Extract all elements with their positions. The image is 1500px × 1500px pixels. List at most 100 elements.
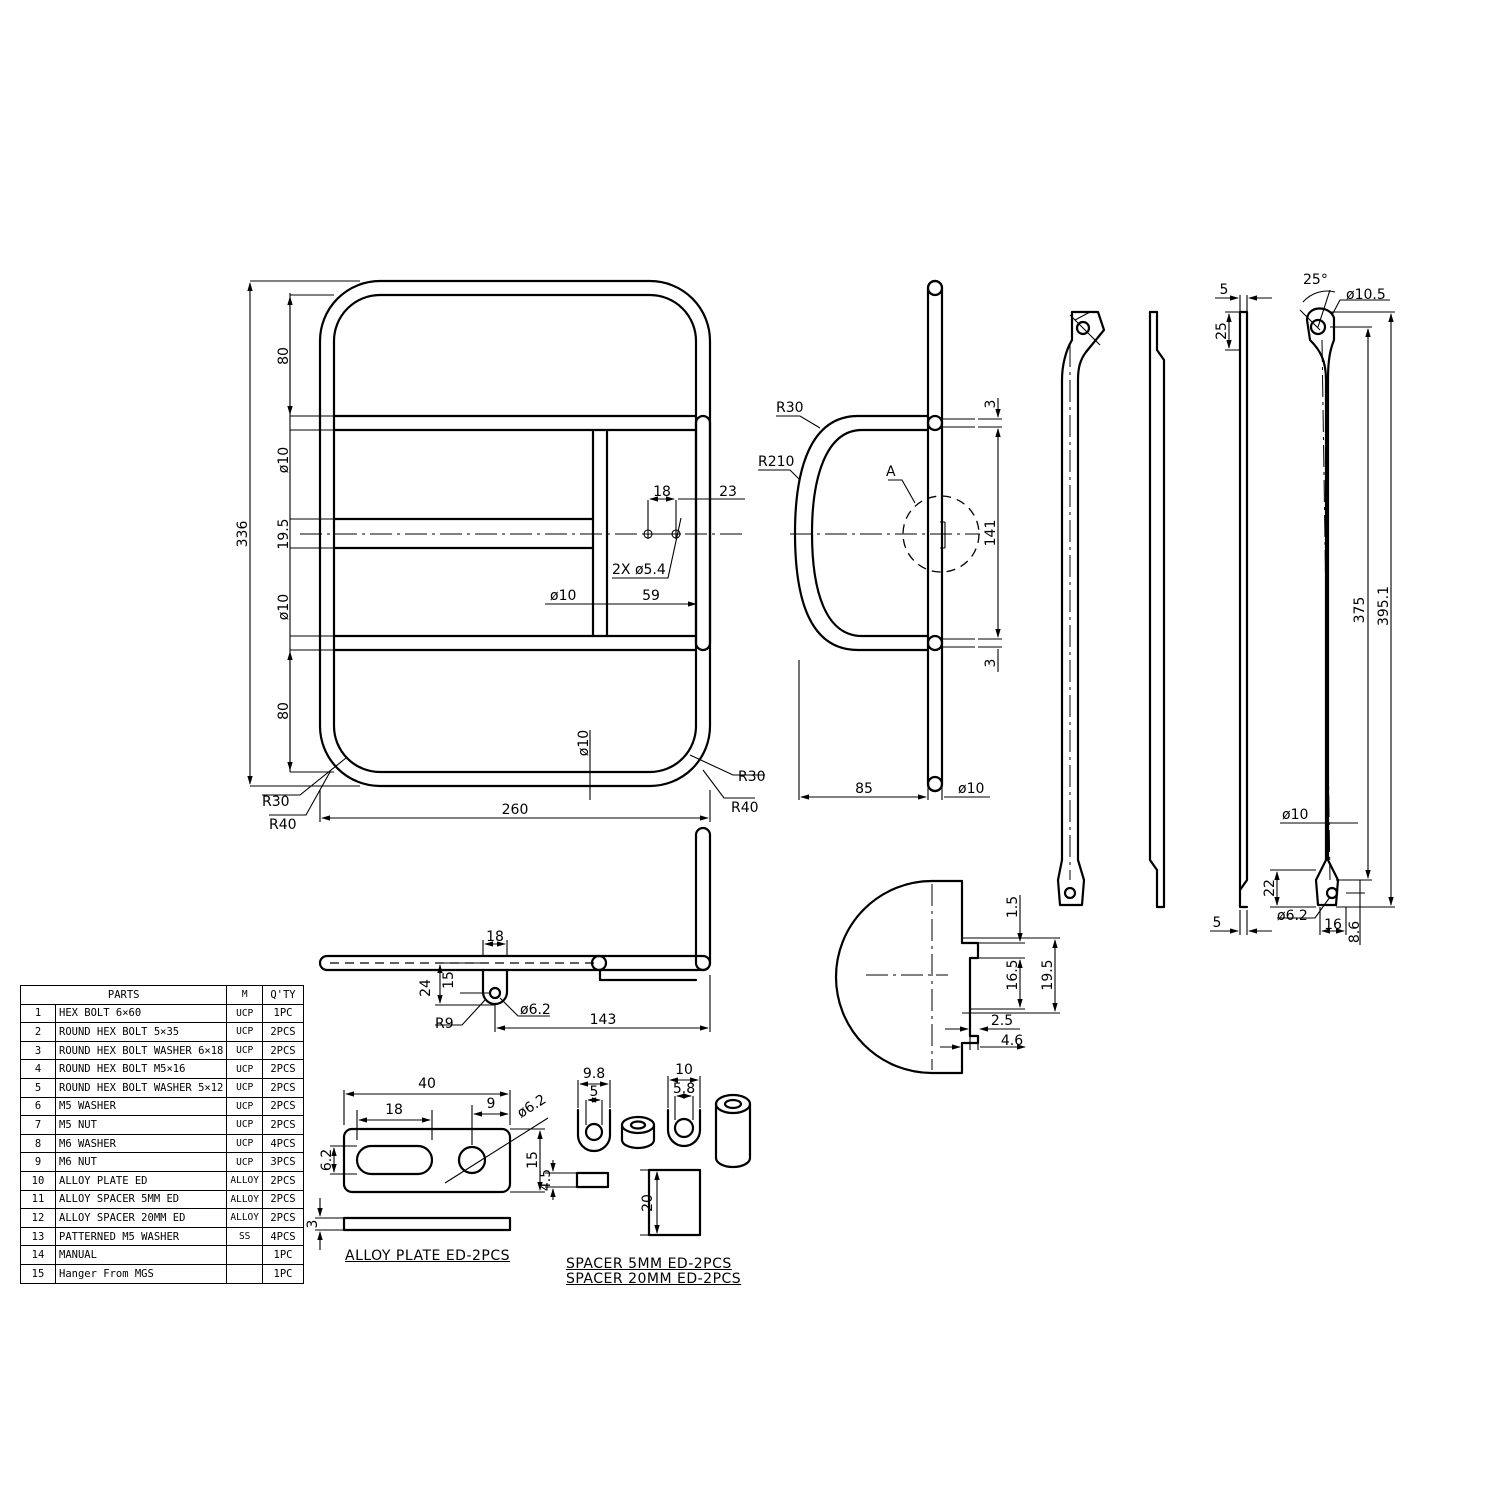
strut-eye-dia: ø10.5 xyxy=(1346,287,1386,303)
header-qty: Q'TY xyxy=(261,985,304,1005)
part-qty: 1PC xyxy=(261,1003,304,1024)
strut-dim-height-top: 25 xyxy=(1214,322,1230,340)
dim-mid-spacing: 19.5 xyxy=(276,518,292,549)
plate-dim-hole-offset: 9 xyxy=(487,1096,496,1112)
part-material xyxy=(226,1245,263,1265)
alloy-plate-view: 40 18 9 ø6.2 6.2 15 3 xyxy=(305,1076,549,1250)
header-parts: PARTS xyxy=(19,985,228,1005)
part-name: ROUND HEX BOLT WASHER 5×12 xyxy=(54,1077,228,1098)
part-name: ROUND HEX BOLT M5×16 xyxy=(54,1059,228,1079)
top-tab-hole: ø6.2 xyxy=(520,1002,551,1018)
crossbar-lower xyxy=(332,634,698,652)
part-name: ROUND HEX BOLT 5×35 xyxy=(54,1022,228,1042)
plate-dim-height: 15 xyxy=(525,1151,541,1169)
radius-inner-left: R30 xyxy=(262,794,290,810)
part-number: 5 xyxy=(20,1077,56,1098)
part-qty: 2PCS xyxy=(261,1077,304,1098)
part-number: 2 xyxy=(20,1022,56,1042)
spacer1-dim-inner: 5 xyxy=(590,1084,599,1100)
radius-outer-left: R40 xyxy=(269,817,297,833)
part-name: ALLOY SPACER 20MM ED xyxy=(54,1208,228,1228)
part-material: ALLOY xyxy=(226,1170,263,1191)
spacer-20mm-front xyxy=(666,1108,702,1148)
side-loop xyxy=(694,414,712,652)
part-number: 15 xyxy=(20,1263,56,1284)
side-upright xyxy=(926,279,944,793)
detail-a-label: A xyxy=(886,464,896,480)
part-material: SS xyxy=(226,1226,263,1247)
plate-dim-hole-dia: ø6.2 xyxy=(515,1092,550,1122)
top-view: 18 24 15 R9 ø6.2 143 xyxy=(318,826,712,1032)
side-view: A R30 R210 3 141 3 85 ø10 xyxy=(758,279,1002,800)
part-number: 10 xyxy=(20,1170,56,1191)
part-qty: 2PCS xyxy=(261,1170,304,1191)
center-strut xyxy=(591,428,609,638)
part-material: UCP xyxy=(226,1133,263,1154)
dim-bar-offset: 59 xyxy=(642,588,660,604)
part-name: ALLOY SPACER 5MM ED xyxy=(54,1189,228,1210)
part-name: Hanger From MGS xyxy=(54,1263,228,1284)
side-dim-span: 141 xyxy=(983,520,999,547)
part-qty: 2PCS xyxy=(261,1040,304,1061)
top-view-upright xyxy=(694,826,712,972)
part-number: 12 xyxy=(20,1208,56,1228)
part-name: ALLOY PLATE ED xyxy=(54,1170,228,1191)
part-number: 6 xyxy=(20,1096,56,1117)
part-qty: 1PC xyxy=(261,1263,304,1284)
header-material: M xyxy=(226,985,263,1005)
strut-flat xyxy=(1148,310,1166,909)
spacer-20mm-caption: SPACER 20MM ED-2PCS xyxy=(566,1271,742,1287)
plate-hole xyxy=(457,1145,487,1175)
strut-dim-width-bottom: 5 xyxy=(1213,915,1222,931)
part-number: 14 xyxy=(20,1245,56,1265)
part-name: MANUAL xyxy=(54,1245,228,1265)
spacer2-dim-length: 20 xyxy=(640,1194,656,1212)
part-number: 13 xyxy=(20,1226,56,1247)
spacer-20mm-iso xyxy=(714,1093,752,1169)
part-number: 11 xyxy=(20,1189,56,1210)
plate-slot xyxy=(355,1144,434,1176)
dim-hole-offset-a: 18 xyxy=(653,484,671,500)
part-number: 7 xyxy=(20,1115,56,1135)
spacer1-dim-length: 4.5 xyxy=(538,1169,554,1191)
part-qty: 4PCS xyxy=(261,1226,304,1247)
strut-foot-height: 22 xyxy=(1262,879,1278,897)
strut-angle: 25° xyxy=(1303,272,1328,288)
part-material: UCP xyxy=(226,1040,263,1061)
part-number: 8 xyxy=(20,1133,56,1154)
spacer-5mm-side xyxy=(575,1171,610,1189)
part-material: UCP xyxy=(226,1077,263,1098)
alloy-plate xyxy=(342,1127,512,1194)
dim-bar-dia: ø10 xyxy=(550,588,576,604)
plate-dim-length: 40 xyxy=(418,1076,436,1092)
hole-callout: 2X ø5.4 xyxy=(612,562,666,578)
plate-dim-slot-width: 6.2 xyxy=(319,1149,335,1171)
detail-a-view: 1.5 16.5 19.5 2.5 4.6 xyxy=(834,879,1060,1075)
part-name: HEX BOLT 6×60 xyxy=(54,1003,228,1024)
radius-outer-right: R40 xyxy=(731,800,759,816)
part-number: 4 xyxy=(20,1059,56,1079)
radius-inner-right: R30 xyxy=(738,769,766,785)
mount-tab xyxy=(481,968,509,1006)
side-hoop-outer xyxy=(793,414,930,652)
spacer1-dim-outer: 9.8 xyxy=(583,1066,605,1082)
part-material: UCP xyxy=(226,1115,263,1135)
dim-bottom-gap: 80 xyxy=(276,702,292,720)
dim-overall-height: 336 xyxy=(235,521,251,548)
part-number: 1 xyxy=(20,1003,56,1024)
spacer-5mm-caption: SPACER 5MM ED-2PCS xyxy=(566,1256,732,1272)
strut-bent xyxy=(1056,310,1106,907)
part-qty: 2PCS xyxy=(261,1208,304,1228)
